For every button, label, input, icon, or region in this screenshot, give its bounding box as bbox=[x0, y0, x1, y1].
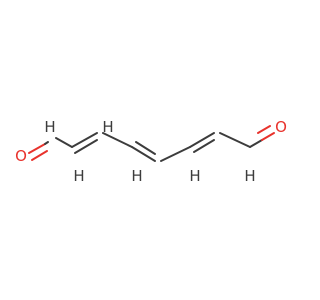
bond-c2-c3 bbox=[71, 132, 98, 148]
atom-o1-label: O bbox=[15, 147, 27, 165]
molecule-structure-diagram: O H H H H H H O bbox=[15, 118, 287, 185]
atom-c4-h-label: H bbox=[102, 118, 113, 136]
bond-c8-c9 bbox=[249, 139, 263, 148]
bond-c7-c8 bbox=[219, 132, 251, 148]
atom-c10-h-label: H bbox=[131, 167, 142, 185]
bond-o1-c1-inner bbox=[31, 150, 48, 161]
bond-c4-c5-inner bbox=[135, 141, 156, 155]
atom-c3-h-label: H bbox=[73, 167, 84, 185]
bond-c3-c4 bbox=[102, 132, 133, 148]
atom-c1-h-label: H bbox=[44, 118, 55, 136]
atom-c9-h-label: H bbox=[244, 167, 255, 185]
bond-c5-c6 bbox=[160, 146, 191, 162]
bond-c9-o2 bbox=[261, 132, 275, 141]
atom-o2-label: O bbox=[275, 118, 287, 136]
bond-c4-c5 bbox=[131, 146, 156, 162]
atom-c7-h-label: H bbox=[189, 167, 200, 185]
bond-o1-c1 bbox=[28, 143, 46, 154]
bond-c6-c7-inner bbox=[193, 139, 215, 153]
atom-labels: O H H H H H H O bbox=[15, 118, 287, 185]
bonds bbox=[28, 125, 275, 162]
bond-c1-c2 bbox=[55, 137, 73, 148]
bond-c9-o2-inner bbox=[257, 125, 271, 134]
bond-c6-c7 bbox=[189, 132, 215, 148]
bond-o1-c1-dark bbox=[44, 141, 49, 145]
bond-c2-c3-inner bbox=[74, 139, 98, 154]
